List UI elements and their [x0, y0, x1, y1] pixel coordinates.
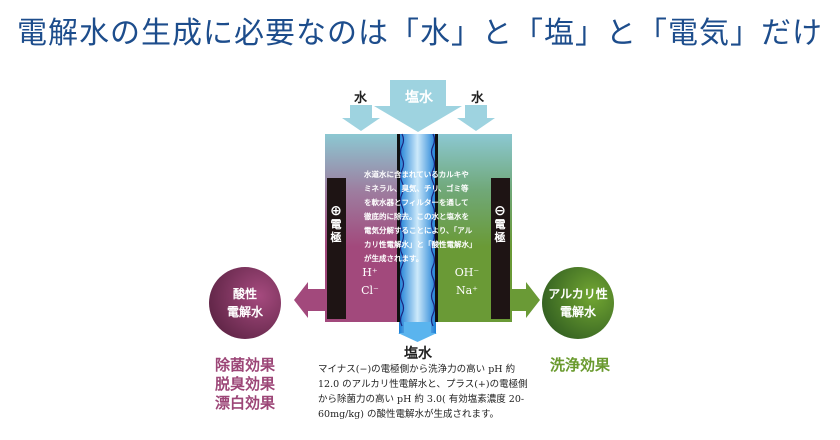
acidic-out-arrow	[294, 282, 325, 318]
alkaline-out-arrow	[512, 282, 540, 318]
water-label-left: 水	[354, 91, 368, 106]
water-label-right: 水	[471, 91, 485, 106]
description-text: マイナス(−)の電極側から洗浄力の高い pH 約 12.0 のアルカリ性電解水と…	[318, 364, 528, 420]
alkaline-effects: 洗浄効果	[549, 356, 610, 374]
outlet-label: 塩水	[404, 346, 432, 362]
tank-description: 水道水に含まれているカルキやミネラル、臭気、チリ、ゴミ等を軟水器とフィルターを通…	[364, 170, 473, 263]
water-in-arrow-left	[342, 105, 380, 131]
water-in-arrow-right	[457, 105, 495, 131]
anode-ions: H⁺ Cl⁻	[361, 266, 379, 297]
minus-icon: ⊖	[494, 203, 506, 219]
acidic-water-circle	[209, 267, 281, 339]
cathode-ions: OH⁻ Na⁺	[454, 266, 480, 297]
cathode-label: ⊖ 電極	[491, 203, 509, 244]
anode-label: ⊕ 電極	[327, 203, 345, 244]
plus-icon: ⊕	[330, 203, 342, 219]
cathode-electrode	[491, 178, 510, 319]
brine-out-arrow	[398, 322, 437, 342]
membrane-right	[430, 133, 436, 327]
alkaline-water-circle	[542, 267, 614, 339]
alkaline-water-label: アルカリ性 電解水	[548, 287, 608, 319]
membrane-left	[399, 133, 405, 327]
brine-in-arrow	[374, 80, 462, 132]
brine-channel	[399, 134, 436, 334]
brine-label: 塩水	[405, 90, 433, 106]
acidic-water-label: 酸性 電解水	[226, 287, 263, 319]
anode-electrode	[327, 178, 346, 319]
acidic-effects: 除菌効果 脱臭効果 漂白効果	[214, 356, 275, 412]
page-title: 電解水の生成に必要なのは「水」と「塩」と「電気」だけ	[17, 16, 823, 51]
